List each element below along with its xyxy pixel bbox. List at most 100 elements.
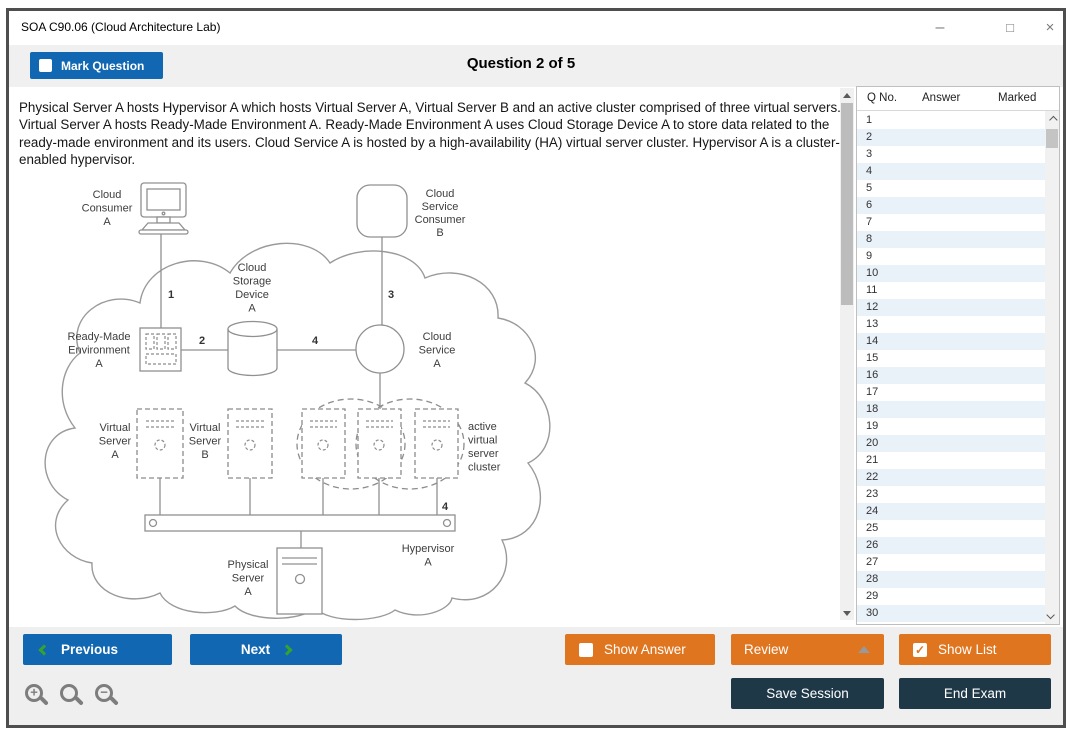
question-number: 22 — [866, 471, 879, 483]
question-row[interactable]: 19 — [857, 418, 1045, 435]
svg-text:Consumer: Consumer — [415, 214, 466, 226]
question-number: 28 — [866, 573, 879, 585]
question-row[interactable]: 4 — [857, 163, 1045, 180]
svg-text:Ready-Made: Ready-Made — [68, 331, 131, 343]
svg-text:Virtual: Virtual — [190, 422, 221, 434]
show-list-button[interactable]: ✓ Show List — [899, 634, 1051, 665]
zoom-out-icon[interactable] — [95, 684, 119, 706]
physical-server-icon — [276, 547, 323, 615]
svg-text:Cloud: Cloud — [93, 189, 122, 201]
list-scroll-down-icon[interactable] — [1045, 608, 1059, 622]
question-row[interactable]: 23 — [857, 486, 1045, 503]
show-list-checkbox[interactable]: ✓ — [913, 642, 927, 657]
hypervisor-bar — [144, 514, 456, 532]
question-row[interactable]: 1 — [857, 112, 1045, 129]
checkmark-icon: ✓ — [914, 642, 926, 657]
svg-text:Cloud: Cloud — [423, 331, 452, 343]
question-row[interactable]: 18 — [857, 401, 1045, 418]
close-button[interactable]: × — [1045, 19, 1055, 36]
zoom-reset-icon[interactable] — [60, 684, 84, 706]
save-session-label: Save Session — [766, 686, 849, 701]
svg-text:A: A — [244, 586, 252, 598]
cloud-storage-device-icon — [227, 320, 278, 377]
zoom-in-icon[interactable] — [25, 684, 49, 706]
question-row[interactable]: 11 — [857, 282, 1045, 299]
question-list-header: Q No. Answer Marked — [857, 87, 1059, 111]
diagram-labels: Cloud Consumer A Cloud Service Consumer … — [68, 188, 501, 598]
question-row[interactable]: 29 — [857, 588, 1045, 605]
chevron-right-icon — [281, 643, 293, 656]
question-list-scrollbar[interactable] — [1045, 111, 1059, 624]
question-number: 11 — [866, 284, 878, 296]
end-exam-button[interactable]: End Exam — [899, 678, 1051, 709]
header-bar: Mark Question Question 2 of 5 — [9, 45, 1063, 87]
svg-text:server: server — [468, 448, 499, 460]
question-row[interactable]: 26 — [857, 537, 1045, 554]
svg-text:B: B — [201, 449, 208, 461]
next-label: Next — [240, 642, 271, 657]
svg-text:Consumer: Consumer — [82, 203, 133, 215]
scrollbar-thumb[interactable] — [841, 103, 853, 305]
cloud-consumer-icon — [138, 182, 189, 235]
question-number: 18 — [866, 403, 879, 415]
minimize-button[interactable]: – — [935, 19, 945, 36]
list-scroll-up-icon[interactable] — [1045, 113, 1059, 127]
previous-button[interactable]: Previous — [23, 634, 172, 665]
list-scrollbar-thumb[interactable] — [1046, 129, 1058, 148]
svg-text:Virtual: Virtual — [100, 422, 131, 434]
question-row[interactable]: 20 — [857, 435, 1045, 452]
question-row[interactable]: 15 — [857, 350, 1045, 367]
question-row[interactable]: 21 — [857, 452, 1045, 469]
question-number: 17 — [866, 386, 879, 398]
show-answer-button[interactable]: Show Answer — [565, 634, 715, 665]
architecture-diagram: Cloud Consumer A Cloud Service Consumer … — [20, 178, 560, 630]
question-row[interactable]: 6 — [857, 197, 1045, 214]
question-row[interactable]: 14 — [857, 333, 1045, 350]
question-row[interactable]: 27 — [857, 554, 1045, 571]
question-row[interactable]: 16 — [857, 367, 1045, 384]
title-bar: SOA C90.06 (Cloud Architecture Lab) – □ … — [9, 11, 1063, 45]
question-row[interactable]: 25 — [857, 520, 1045, 537]
svg-text:A: A — [95, 358, 103, 370]
zoom-controls — [25, 684, 119, 706]
show-answer-checkbox[interactable] — [579, 642, 593, 657]
show-list-label: Show List — [938, 642, 997, 657]
question-row[interactable]: 7 — [857, 214, 1045, 231]
scroll-up-icon[interactable] — [840, 88, 854, 102]
question-row[interactable]: 30 — [857, 605, 1045, 622]
question-row[interactable]: 5 — [857, 180, 1045, 197]
question-row[interactable]: 28 — [857, 571, 1045, 588]
question-number: 20 — [866, 437, 879, 449]
connection-numbers: 1 3 2 4 4 — [168, 289, 449, 513]
question-number: 13 — [866, 318, 879, 330]
svg-text:A: A — [111, 449, 119, 461]
next-button[interactable]: Next — [190, 634, 342, 665]
maximize-button[interactable]: □ — [1006, 20, 1014, 35]
mark-question-button[interactable]: Mark Question — [30, 52, 163, 79]
question-row[interactable]: 3 — [857, 146, 1045, 163]
svg-text:Service: Service — [422, 201, 459, 213]
question-row[interactable]: 8 — [857, 231, 1045, 248]
question-number: 2 — [866, 131, 873, 143]
ready-made-environment-icon — [139, 327, 182, 372]
mark-question-checkbox[interactable] — [39, 59, 52, 72]
question-row[interactable]: 13 — [857, 316, 1045, 333]
question-row[interactable]: 22 — [857, 469, 1045, 486]
question-row[interactable]: 17 — [857, 384, 1045, 401]
question-number: 27 — [866, 556, 879, 568]
footer-bar: Previous Next Show Answer Review ✓ Show … — [9, 627, 1063, 725]
question-row[interactable]: 10 — [857, 265, 1045, 282]
question-area-scrollbar[interactable] — [840, 88, 854, 620]
save-session-button[interactable]: Save Session — [731, 678, 884, 709]
cluster-server-icon — [301, 408, 346, 479]
question-number: 15 — [866, 352, 879, 364]
question-row[interactable]: 2 — [857, 129, 1045, 146]
scroll-down-icon[interactable] — [840, 606, 854, 620]
question-row[interactable]: 12 — [857, 299, 1045, 316]
svg-text:active: active — [468, 421, 497, 433]
question-row[interactable]: 9 — [857, 248, 1045, 265]
review-button[interactable]: Review — [731, 634, 884, 665]
question-row[interactable]: 24 — [857, 503, 1045, 520]
svg-text:4: 4 — [442, 501, 449, 513]
